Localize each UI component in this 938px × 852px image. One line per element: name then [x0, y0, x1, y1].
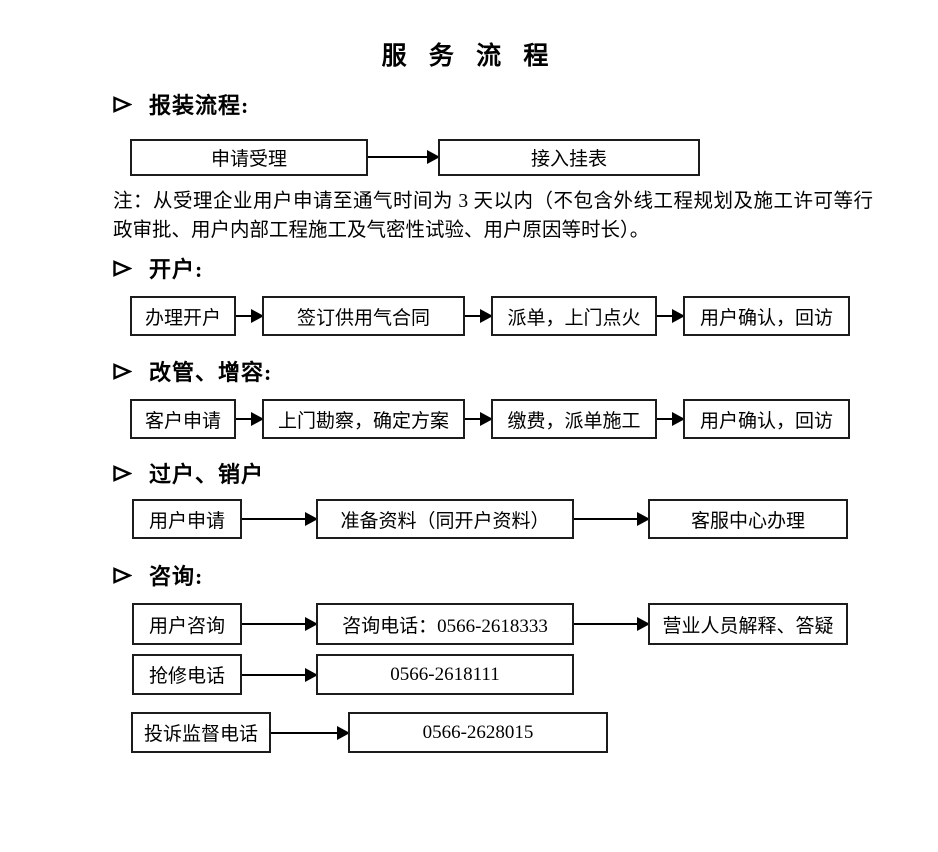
- flow-arrow: [574, 512, 650, 526]
- flow-step-box: 申请受理: [130, 139, 368, 176]
- arrowhead-bullet-icon: [113, 566, 132, 584]
- flow-arrow: [242, 512, 318, 526]
- flow-step-box: 0566-2618111: [316, 654, 574, 695]
- flow-arrow: [242, 668, 318, 682]
- note-text: 注：从受理企业用户申请至通气时间为 3 天以内（不包含外线工程规划及施工许可等行…: [113, 191, 873, 241]
- flow-step-box: 投诉监督电话: [131, 712, 271, 753]
- arrowhead-bullet-icon: [113, 259, 132, 277]
- flow-arrow: [242, 617, 318, 631]
- arrowhead-bullet-icon: [113, 464, 132, 482]
- section-heading-kaihu: 开户:: [112, 252, 203, 284]
- flow-step-box: 用户确认，回访: [683, 399, 850, 439]
- flow-step-box: 用户咨询: [132, 603, 242, 645]
- flow-step-box: 营业人员解释、答疑: [648, 603, 848, 645]
- flow-step-box: 咨询电话：0566-2618333: [316, 603, 574, 645]
- flow-arrow: [271, 726, 350, 740]
- flow-step-box: 签订供用气合同: [262, 296, 465, 336]
- flow-arrow: [657, 412, 685, 426]
- section-heading-label: 改管、增容:: [149, 360, 273, 385]
- page-title: 服 务 流 程: [381, 43, 557, 70]
- flow-step-box: 客服中心办理: [648, 499, 848, 539]
- flow-arrow: [236, 412, 264, 426]
- flow-arrow: [368, 150, 440, 164]
- flow-step-box: 准备资料（同开户资料）: [316, 499, 574, 539]
- section-heading-label: 开户:: [149, 257, 204, 282]
- flow-arrow: [465, 309, 493, 323]
- flow-arrow: [657, 309, 685, 323]
- section-heading-guohu: 过户、销户: [112, 457, 264, 489]
- flow-step-box: 缴费，派单施工: [491, 399, 657, 439]
- flow-step-box: 客户申请: [130, 399, 236, 439]
- flow-step-box: 派单，上门点火: [491, 296, 657, 336]
- section-heading-baozhuang: 报装流程:: [112, 88, 249, 120]
- flow-step-box: 办理开户: [130, 296, 236, 336]
- section-heading-label: 过户、销户: [149, 462, 265, 487]
- arrowhead-bullet-icon: [113, 362, 132, 380]
- flow-step-box: 0566-2628015: [348, 712, 608, 753]
- flow-step-box: 用户确认，回访: [683, 296, 850, 336]
- flow-arrow: [465, 412, 493, 426]
- arrowhead-bullet-icon: [113, 95, 132, 113]
- flow-arrow: [574, 617, 650, 631]
- section-heading-label: 报装流程:: [149, 93, 250, 118]
- flow-step-box: 接入挂表: [438, 139, 700, 176]
- flow-step-box: 抢修电话: [132, 654, 242, 695]
- section-heading-zixun: 咨询:: [112, 559, 203, 591]
- flow-step-box: 用户申请: [132, 499, 242, 539]
- flow-arrow: [236, 309, 264, 323]
- flow-step-box: 上门勘察，确定方案: [262, 399, 465, 439]
- section-heading-label: 咨询:: [149, 564, 204, 589]
- section-heading-gaiguan: 改管、增容:: [112, 355, 272, 387]
